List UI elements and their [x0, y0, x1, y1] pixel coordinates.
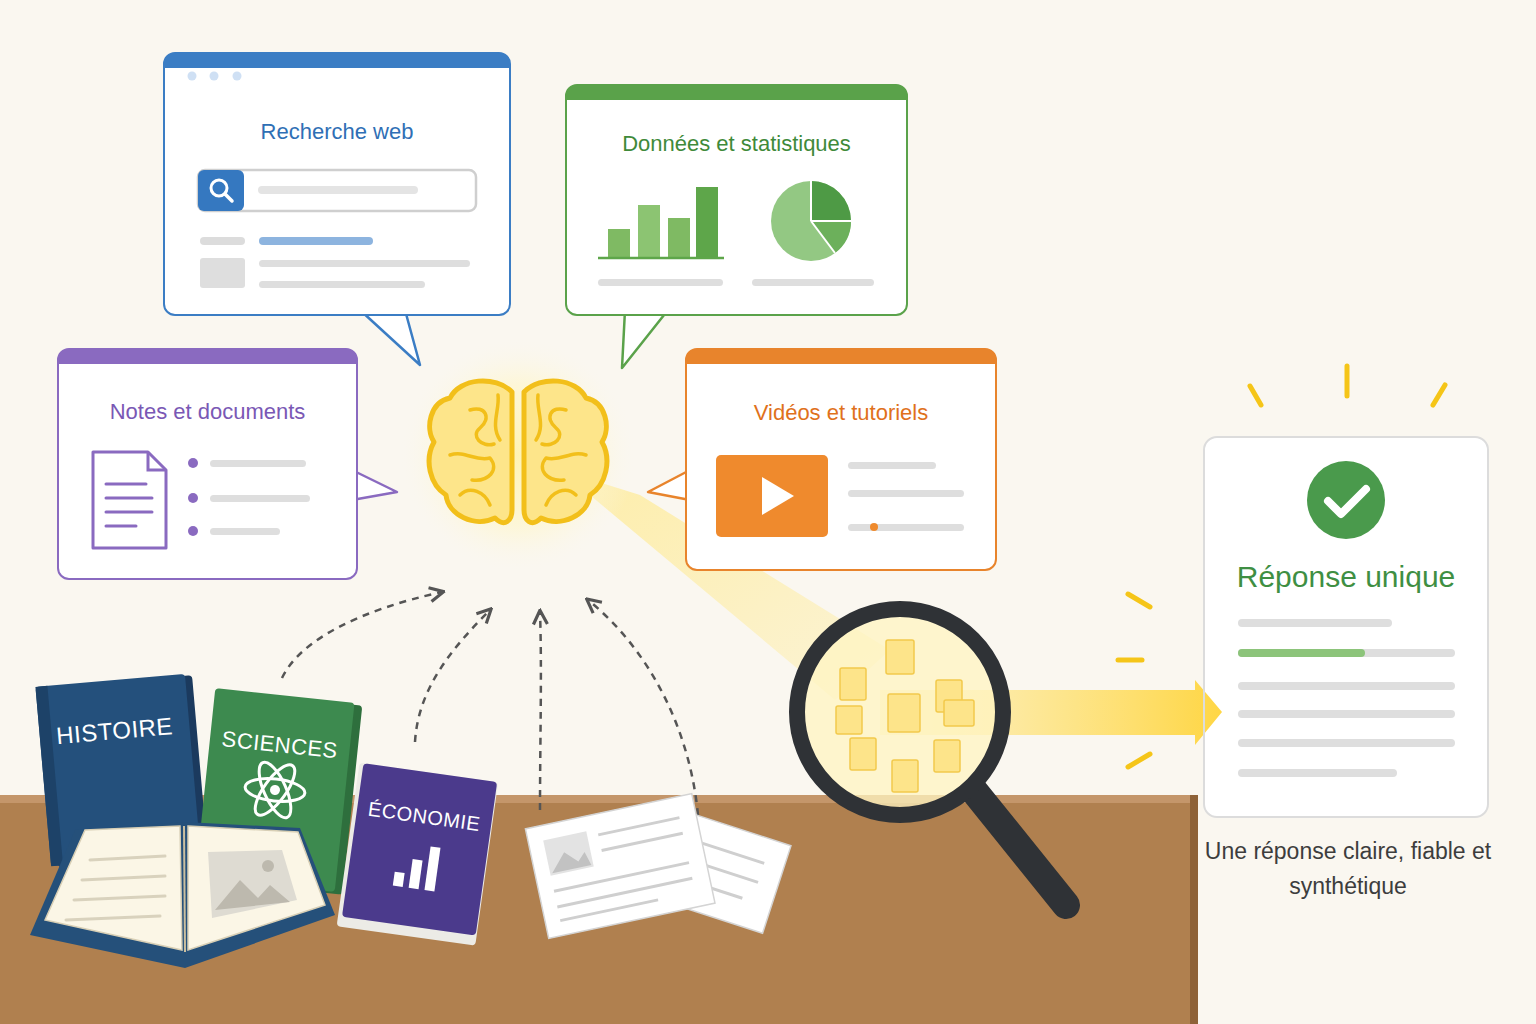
brain-icon: [429, 381, 607, 523]
brain-glow: [400, 337, 636, 573]
magnifier: [797, 609, 1066, 905]
statistics-card: Données et statistiques: [565, 84, 908, 316]
node-title: ÉCONOMIE: [356, 795, 493, 839]
papers: [525, 794, 791, 939]
notes-card: Notes et documents: [57, 348, 358, 580]
video-card: Vidéos et tutoriels: [685, 348, 997, 571]
video-icon: [716, 455, 964, 537]
result-card: Réponse uniqueUne réponse claire, fiable…: [1203, 436, 1489, 818]
history-book-cover: HISTOIRE: [35, 674, 200, 866]
node-title: Réponse unique: [1205, 558, 1487, 596]
chart-icons: [598, 181, 874, 286]
node-title: SCIENCES: [209, 724, 351, 766]
search-mockup: [198, 170, 476, 288]
result-content: [1238, 461, 1455, 777]
node-title: HISTOIRE: [39, 710, 191, 753]
economy-book: [337, 763, 499, 946]
bubble-tails: [352, 310, 690, 500]
document-icon: [93, 452, 310, 548]
node-title: Vidéos et tutoriels: [687, 399, 995, 427]
node-caption: Une réponse claire, fiable et synthétiqu…: [1195, 834, 1501, 903]
search-card: Recherche web: [163, 52, 511, 316]
science-book-cover: SCIENCES: [195, 688, 354, 892]
window-dots: [188, 72, 242, 81]
open-book: [30, 822, 335, 968]
node-title: Recherche web: [165, 118, 509, 146]
economy-book-cover: ÉCONOMIE: [342, 763, 497, 935]
node-title: Notes et documents: [59, 398, 356, 426]
node-title: Données et statistiques: [567, 130, 906, 158]
